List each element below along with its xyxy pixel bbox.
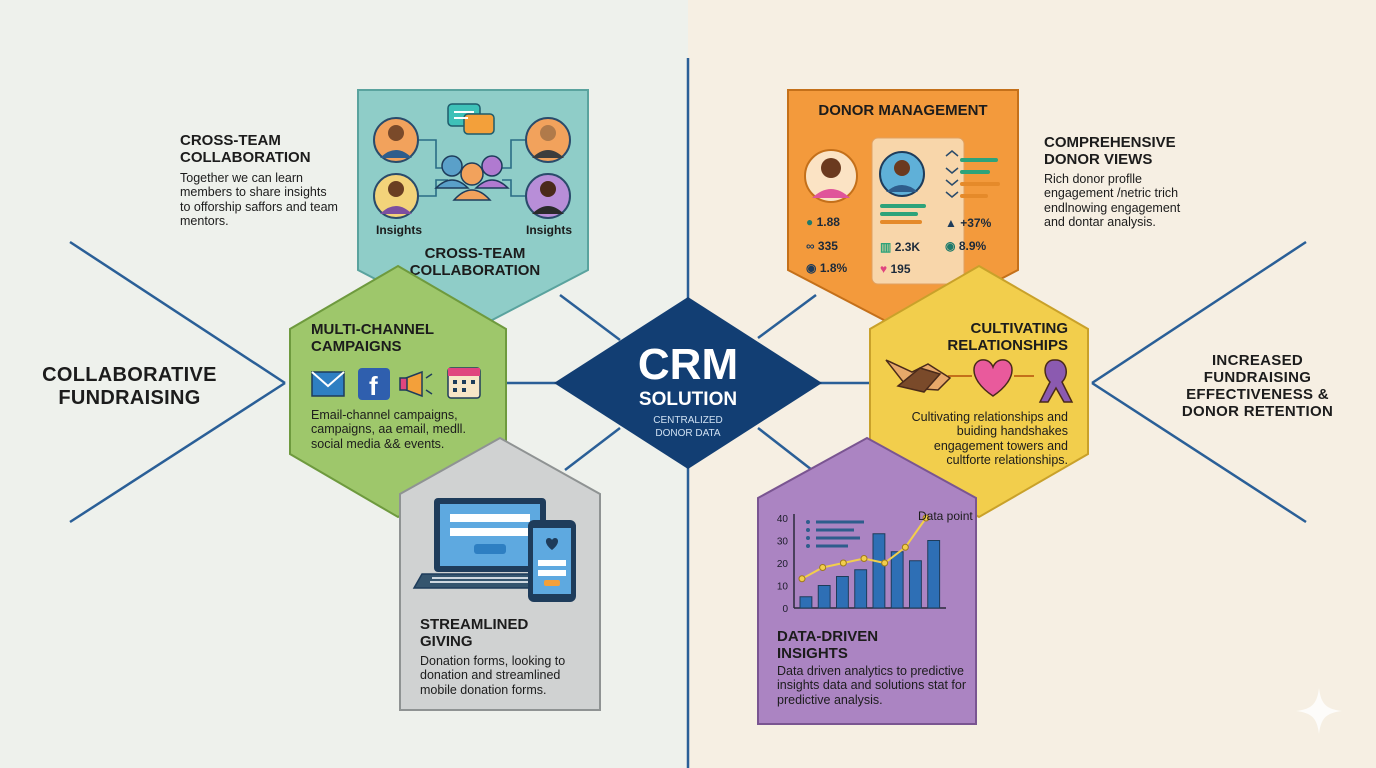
sparkle-icon xyxy=(1296,688,1342,734)
bar xyxy=(872,533,886,609)
multi-channel-panel: f xyxy=(289,264,507,519)
growth-icon: ▲ xyxy=(945,216,957,230)
insights-chart: 0 10 20 30 40 xyxy=(777,514,946,615)
multi-channel-title: MULTI-CHANNEL CAMPAIGNS xyxy=(311,321,434,355)
stat-4: ▥ 2.3K xyxy=(880,240,921,254)
avatar-icon xyxy=(373,117,419,163)
stat-5: ♥ 195 xyxy=(880,262,911,276)
chat-icon xyxy=(447,103,495,135)
facebook-icon: f xyxy=(358,368,390,401)
legend-dot xyxy=(806,544,810,548)
heart-icon: ♥ xyxy=(880,262,888,276)
trend-point xyxy=(901,543,909,551)
y-tick-label: 30 xyxy=(777,537,789,548)
bar xyxy=(817,585,831,609)
mini-chevron-icons xyxy=(945,150,959,198)
legend-dot xyxy=(806,520,810,524)
insights-label-right: Insights xyxy=(526,223,573,237)
note-right-body: Rich donor proflle engagement /netric tr… xyxy=(1044,172,1181,230)
left-title: COLLABORATIVE FUNDRAISING xyxy=(42,364,217,409)
link-icon: ∞ xyxy=(806,239,815,253)
crm-caption: CENTRALIZED DONOR DATA xyxy=(653,415,723,439)
cultivating-panel xyxy=(869,264,1089,519)
data-driven-body: Data driven analytics to predictive insi… xyxy=(777,664,967,707)
streamlined-panel xyxy=(399,436,601,711)
phone-icon xyxy=(528,520,576,602)
crm-title: CRM xyxy=(637,340,739,389)
stat-3: ◉ 1.8% xyxy=(806,261,848,275)
trend-point xyxy=(798,575,806,583)
bar xyxy=(836,576,849,609)
donor-management-panel xyxy=(787,89,1019,332)
heart-icon xyxy=(973,359,1013,397)
y-tick-label: 40 xyxy=(777,514,789,525)
left-chevron-bottom xyxy=(69,381,286,524)
legend-dot xyxy=(806,528,810,532)
data-driven-title: DATA-DRIVEN INSIGHTS xyxy=(777,628,879,662)
bars-icon: ▥ xyxy=(880,240,892,254)
stat-6: ▲ +37% xyxy=(945,216,992,230)
donor-management-title: DONOR MANAGEMENT xyxy=(818,102,988,119)
chart-annotation: Data point xyxy=(918,509,973,523)
cross-team-panel xyxy=(357,89,589,332)
trend-point xyxy=(881,559,889,567)
stat-1: ● 1.88 xyxy=(806,215,840,229)
stat-2: ∞ 335 xyxy=(806,239,838,253)
left-chevron-top xyxy=(69,240,286,385)
bar xyxy=(799,596,813,609)
right-title: INCREASED FUNDRAISING EFFECTIVENESS & DO… xyxy=(1181,352,1334,420)
stat-7: ◉ 8.9% xyxy=(945,239,987,253)
bar xyxy=(909,560,922,609)
y-tick-label: 10 xyxy=(777,582,789,593)
link-top-left xyxy=(559,294,621,341)
data-driven-panel: 0 10 20 30 40 xyxy=(757,436,977,725)
link-bottom-left xyxy=(564,427,621,471)
trend-point xyxy=(839,559,847,567)
note-left-body: Together we can learn members to share i… xyxy=(180,171,338,229)
streamlined-title: STREAMLINED GIVING xyxy=(420,616,529,650)
bar xyxy=(890,551,904,609)
right-chevron-bottom xyxy=(1091,381,1307,524)
link-bottom-right xyxy=(757,427,813,471)
ribbon-icon xyxy=(1038,359,1074,403)
legend-dot xyxy=(806,536,810,540)
email-icon xyxy=(311,371,345,397)
trend-point xyxy=(819,564,827,571)
bar xyxy=(854,569,868,609)
multi-channel-body: Email-channel campaigns, campaigns, aa e… xyxy=(311,408,466,451)
calendar-icon xyxy=(447,367,481,399)
cultivating-title: CULTIVATING RELATIONSHIPS xyxy=(947,320,1068,354)
note-right-title: COMPREHENSIVE DONOR VIEWS xyxy=(1044,134,1176,168)
handshake-icon xyxy=(885,359,952,393)
streamlined-body: Donation forms, looking to donation and … xyxy=(420,654,566,697)
note-left-title: CROSS-TEAM COLLABORATION xyxy=(180,132,311,166)
crm-subtitle: SOLUTION xyxy=(638,389,738,410)
link-top-right xyxy=(757,293,817,340)
crm-diamond xyxy=(554,297,822,469)
avatar-icon xyxy=(525,173,571,219)
team-icon xyxy=(434,155,510,201)
globe-icon: ◉ xyxy=(945,239,956,253)
bar xyxy=(927,540,941,609)
avatar-icon xyxy=(525,117,571,163)
avatar-icon xyxy=(373,173,419,219)
insights-label-left: Insights xyxy=(376,223,423,237)
right-chevron-top xyxy=(1091,240,1307,385)
y-tick-label: 20 xyxy=(777,559,789,570)
donor-avatar-icon xyxy=(804,149,858,203)
person-icon: ● xyxy=(806,215,814,229)
cross-team-title: CROSS-TEAM COLLABORATION xyxy=(409,245,541,279)
cultivating-body: Cultivating relationships and buiding ha… xyxy=(911,410,1068,468)
y-tick-label: 0 xyxy=(782,604,788,615)
group-icon: ◉ xyxy=(806,261,817,275)
donor-profile-icon xyxy=(879,151,925,197)
trend-point xyxy=(860,555,868,562)
svg-text:f: f xyxy=(369,371,378,401)
laptop-icon xyxy=(412,498,568,589)
megaphone-icon xyxy=(399,370,433,398)
trend-point xyxy=(922,514,930,522)
